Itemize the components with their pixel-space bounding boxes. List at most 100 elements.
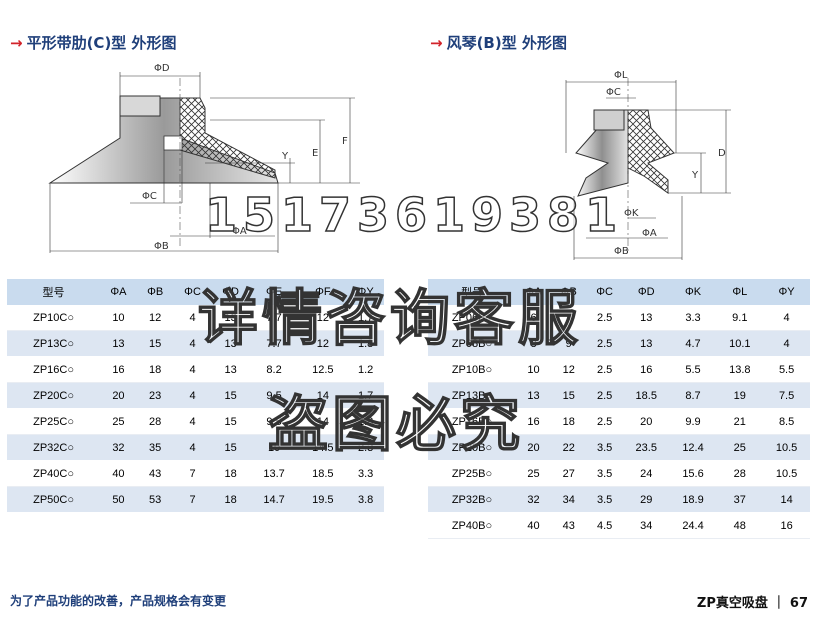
table-cell: 24.4 — [669, 512, 717, 539]
dim-label-a: ΦA — [232, 226, 247, 237]
table-cell: 4.5 — [586, 512, 623, 539]
column-header: ΦK — [669, 279, 717, 305]
column-header: ΦL — [716, 279, 764, 305]
table-cell: 8 — [515, 330, 552, 357]
table-cell: 2.5 — [586, 356, 623, 383]
table-cell: 10.1 — [716, 330, 764, 357]
table-cell: 15 — [211, 408, 250, 435]
table-cell: 9 — [551, 330, 587, 357]
table-cell: 4 — [173, 434, 212, 461]
table-cell: ZP25B○ — [428, 460, 516, 487]
table-cell: 5.5 — [669, 356, 717, 383]
table-cell: ZP08B○ — [428, 330, 516, 357]
table-cell: 20 — [100, 382, 137, 409]
table-cell: 13 — [515, 382, 552, 409]
table-cell: 4 — [173, 408, 212, 435]
table-cell: 8.2 — [249, 356, 299, 383]
table-cell: 14 — [298, 408, 348, 435]
table-cell: 13 — [622, 330, 670, 357]
table-cell: 20 — [515, 434, 552, 461]
table-cell: 18.9 — [669, 486, 717, 513]
table-cell: 2.5 — [586, 382, 623, 409]
table-cell: 1.8 — [347, 330, 384, 357]
dim-label-k: ΦK — [624, 208, 639, 219]
table-cell: 2.5 — [586, 408, 623, 435]
column-header: ΦY — [347, 279, 384, 305]
table-cell: 10 — [100, 305, 137, 331]
table-cell: 43 — [551, 512, 587, 539]
table-cell: 13 — [211, 356, 250, 383]
table-cell: 9.9 — [669, 408, 717, 435]
table-cell: 16 — [763, 512, 810, 539]
table-cell: 29 — [622, 486, 670, 513]
table-cell: 21 — [716, 408, 764, 435]
table-cell: 13 — [211, 330, 250, 357]
table-cell: 8.7 — [669, 382, 717, 409]
table-cell: 12.5 — [298, 356, 348, 383]
table-cell: 53 — [136, 486, 174, 513]
dim-label-y-right: Y — [691, 170, 699, 181]
table-cell: 14 — [763, 486, 810, 513]
table-cell: 4 — [173, 305, 212, 331]
table-cell: ZP13C○ — [7, 330, 101, 357]
column-header: ΦF — [298, 279, 348, 305]
dim-label-b: ΦB — [154, 241, 169, 252]
table-cell: ZP10C○ — [7, 305, 101, 331]
column-header: ΦB — [551, 279, 587, 305]
table-cell: 7 — [173, 486, 212, 513]
table-cell: 18 — [551, 408, 587, 435]
table-cell: 32 — [515, 486, 552, 513]
table-cell: 3.5 — [586, 460, 623, 487]
table-cell: 43 — [136, 460, 174, 487]
table-cell: 5.5 — [763, 356, 810, 383]
dim-label-f: F — [342, 136, 348, 147]
table-cell: 7 — [551, 305, 587, 331]
table-cell: ZP40C○ — [7, 460, 101, 487]
table-cell: 18 — [211, 486, 250, 513]
table-cell: 25 — [100, 408, 137, 435]
table-cell: 2.5 — [586, 330, 623, 357]
column-header: ΦC — [173, 279, 212, 305]
table-cell: 9.5 — [249, 382, 299, 409]
column-header: ΦB — [136, 279, 174, 305]
table-cell: 12 — [136, 305, 174, 331]
table-cell: 34 — [551, 486, 587, 513]
table-cell: ZP40B○ — [428, 512, 516, 539]
table-cell: 14.5 — [298, 434, 348, 461]
table-cell: 34 — [622, 512, 670, 539]
dim-label-l: ΦL — [614, 70, 628, 81]
dim-label-d: ΦD — [154, 63, 170, 74]
table-cell: ZP32B○ — [428, 486, 516, 513]
table-cell: 1.7 — [347, 305, 384, 331]
table-cell: 3.5 — [586, 434, 623, 461]
table-cell: 28 — [136, 408, 174, 435]
table-cell: ZP16C○ — [7, 356, 101, 383]
table-cell: 3.3 — [669, 305, 717, 331]
column-header: ΦD — [622, 279, 670, 305]
section-title-flat-rib: →平形带肋(C)型 外形图 — [10, 34, 177, 52]
table-cell: 7.5 — [763, 382, 810, 409]
table-cell: 3.3 — [347, 460, 384, 487]
table-cell: 50 — [100, 486, 137, 513]
table-cell: 12 — [298, 305, 348, 331]
table-cell: 1.2 — [347, 356, 384, 383]
table-cell: 40 — [100, 460, 137, 487]
table-cell: 18.5 — [298, 460, 348, 487]
table-cell: 10 — [249, 434, 299, 461]
column-header: 型号 — [428, 279, 516, 305]
column-header: ΦA — [515, 279, 552, 305]
column-header: ΦY — [763, 279, 810, 305]
table-cell: ZP50C○ — [7, 486, 101, 513]
table-cell: 20 — [622, 408, 670, 435]
table-cell: 3.5 — [586, 486, 623, 513]
table-cell: 10.5 — [763, 460, 810, 487]
table-cell: 8.5 — [763, 408, 810, 435]
